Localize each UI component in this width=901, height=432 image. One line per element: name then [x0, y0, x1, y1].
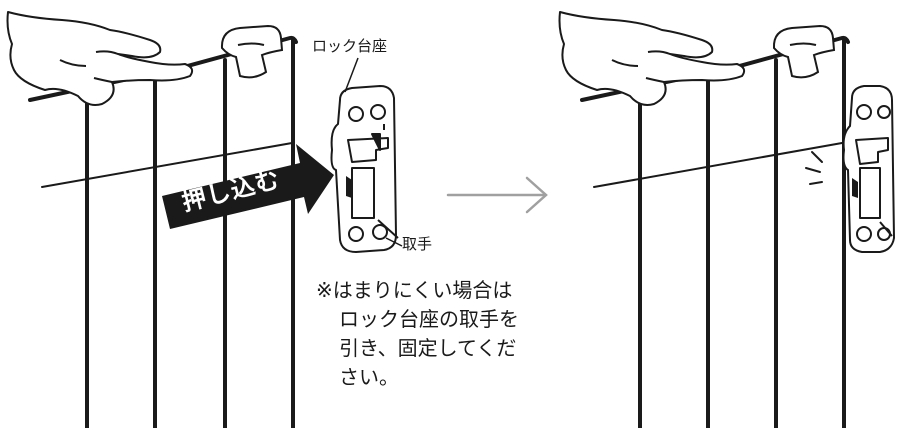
left-top-clip	[220, 24, 284, 79]
note-line: ※はまりにくい場合は	[316, 278, 513, 302]
attached-lock-base	[842, 85, 895, 253]
note-line: さい。	[339, 365, 399, 389]
lock-base-label: ロック台座	[312, 37, 388, 55]
handle-leader	[385, 237, 403, 247]
lock-base-part	[330, 85, 399, 253]
note-line: 引き、固定してくだ	[339, 336, 517, 360]
note-line: ロック台座の取手を	[339, 307, 519, 331]
left-gate-panel	[28, 35, 298, 430]
click-marks-icon	[805, 151, 823, 185]
right-hand-icon	[558, 11, 746, 106]
push-in-arrow	[162, 144, 334, 229]
right-gate-panel	[580, 35, 850, 430]
note-text: ※はまりにくい場合は ロック台座の取手を 引き、固定してくだ さい。	[316, 276, 519, 392]
right-top-clip	[772, 24, 836, 79]
lock-base-leader	[344, 57, 359, 93]
handle-label: 取手	[402, 235, 433, 253]
next-step-arrow	[446, 176, 548, 214]
left-hand-icon	[6, 11, 194, 106]
